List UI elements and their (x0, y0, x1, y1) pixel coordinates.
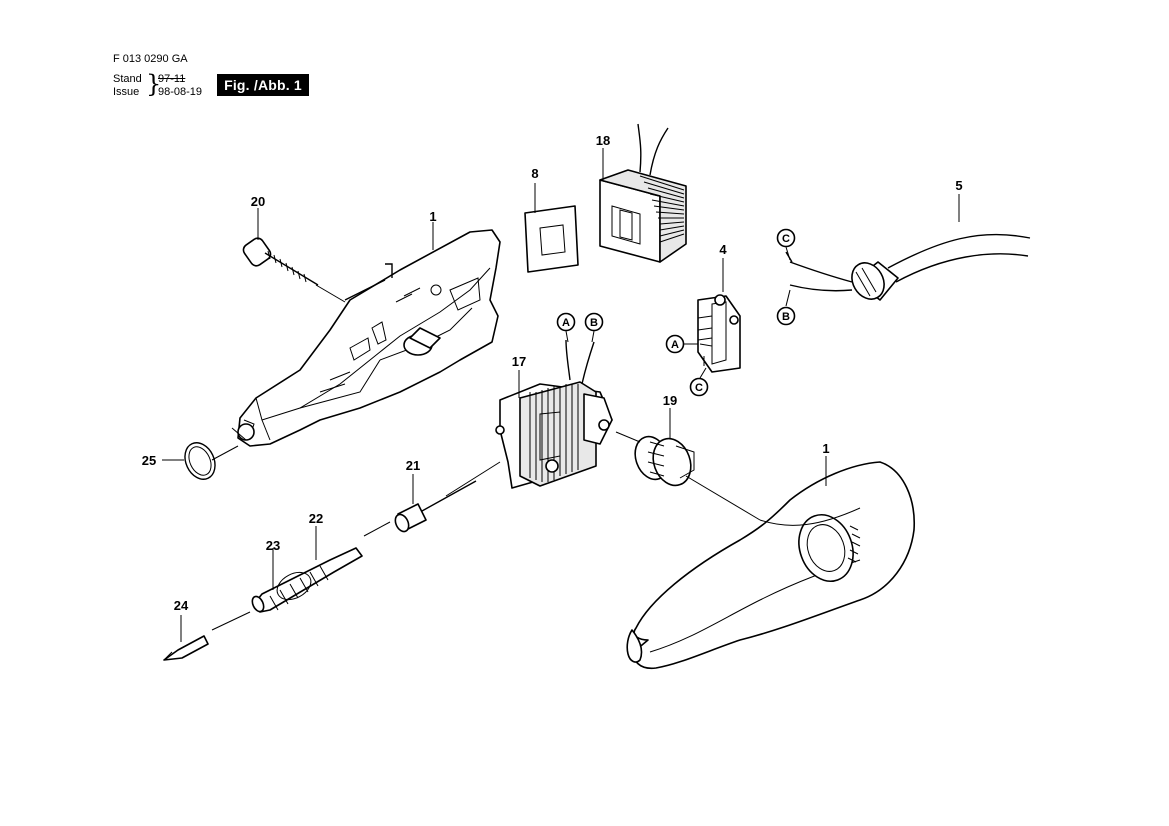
assembly-lines (211, 431, 761, 631)
part-20-screw (242, 237, 346, 303)
connector-b-coil-circle (584, 312, 604, 332)
callout-5: 5 (955, 178, 962, 193)
callout-1-housing-cover: 1 (822, 441, 829, 456)
part-19-bushing (634, 435, 695, 487)
part-8-plate (524, 205, 579, 273)
connector-c-cord: C (782, 233, 790, 245)
callout-24: 24 (174, 598, 189, 613)
part-23-brush-holder (251, 547, 363, 613)
connector-c-cord-circle (776, 228, 796, 248)
callout-labels: 1 20 8 18 4 5 17 19 25 21 22 23 24 1 (142, 133, 963, 613)
callout-21: 21 (406, 458, 420, 473)
connector-c-switch: C (695, 382, 703, 394)
leader-lines (162, 148, 960, 642)
callout-23: 23 (266, 538, 280, 553)
callout-1-housing-half: 1 (429, 209, 436, 224)
stand-label: Stand (113, 73, 142, 85)
part-25-ring (184, 442, 216, 480)
document-number: F 013 0290 GA (113, 53, 188, 65)
stand-value: 97-11 (158, 73, 186, 85)
connector-a-coil: A (562, 317, 570, 329)
callout-20: 20 (251, 194, 265, 209)
brace-glyph: } (146, 70, 162, 98)
connector-b-cord: B (782, 311, 790, 323)
callout-25: 25 (142, 453, 156, 468)
issue-label: Issue (113, 86, 140, 98)
connector-a-switch-circle (665, 334, 685, 354)
connector-b-coil: B (590, 317, 598, 329)
issue-date: 98-08-19 (158, 86, 203, 98)
part-1-housing-cover (626, 461, 915, 670)
callout-18: 18 (596, 133, 610, 148)
part-17-coil (495, 339, 613, 489)
connector-leaders (565, 246, 791, 379)
callout-17: 17 (512, 354, 526, 369)
connector-markers: A B A C C B (556, 228, 796, 397)
part-21-brush (394, 480, 477, 533)
callout-22: 22 (309, 511, 323, 526)
callout-8: 8 (531, 166, 538, 181)
part-18-coil (599, 123, 687, 263)
part-24-pin (163, 635, 209, 661)
connector-a-coil-circle (556, 312, 576, 332)
connector-c-switch-circle (689, 377, 709, 397)
connector-b-cord-circle (776, 306, 796, 326)
connector-a-switch: A (671, 339, 679, 351)
callout-19: 19 (663, 393, 677, 408)
callout-4: 4 (719, 242, 727, 257)
part-5-cord (785, 233, 1031, 301)
part-4-switch (697, 294, 741, 373)
part-1-housing-half (231, 229, 501, 447)
figure-badge: Fig. /Abb. 1 (217, 74, 309, 96)
